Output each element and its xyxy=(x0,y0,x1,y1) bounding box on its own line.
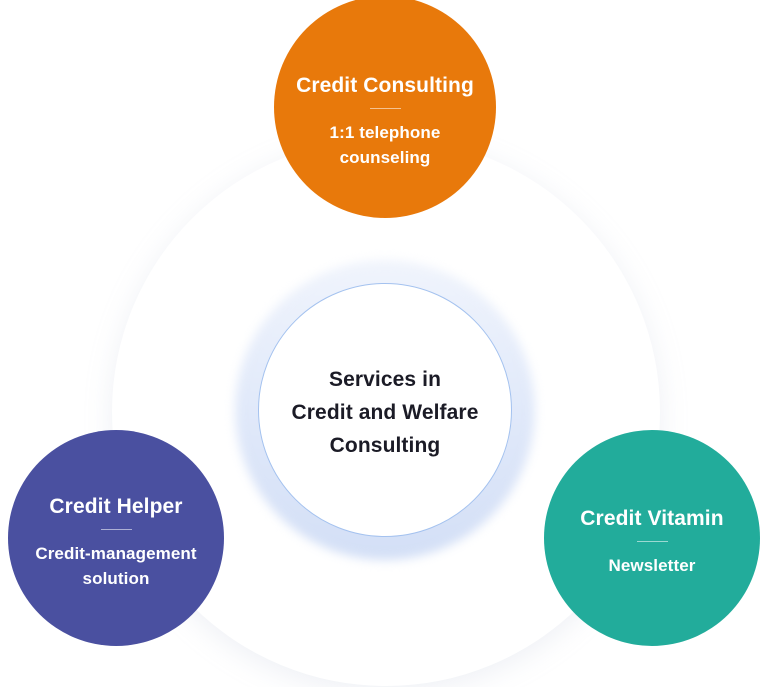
center-title-line-2: Credit and Welfare xyxy=(291,400,479,424)
subtitle-line-1: Newsletter xyxy=(608,555,696,575)
node-credit-helper-subtitle: Credit-management solution xyxy=(35,541,196,591)
center-title: Services in Credit and Welfare Consultin… xyxy=(292,363,479,462)
node-credit-helper-title: Credit Helper xyxy=(49,494,183,518)
subtitle-line-2: solution xyxy=(82,568,150,588)
node-credit-consulting: Credit Consulting 1:1 telephone counseli… xyxy=(274,0,496,218)
subtitle-line-1: Credit-management xyxy=(35,543,197,563)
divider-line xyxy=(636,540,668,542)
subtitle-line-2: counseling xyxy=(339,147,431,167)
node-credit-consulting-subtitle: 1:1 telephone counseling xyxy=(330,120,441,170)
node-credit-consulting-title: Credit Consulting xyxy=(296,73,474,97)
subtitle-line-1: 1:1 telephone xyxy=(329,122,441,142)
divider-line xyxy=(369,107,401,109)
center-title-line-1: Services in xyxy=(328,367,441,391)
node-credit-vitamin-title: Credit Vitamin xyxy=(580,506,724,530)
node-credit-vitamin-subtitle: Newsletter xyxy=(609,553,696,578)
node-credit-vitamin: Credit Vitamin Newsletter xyxy=(544,430,760,646)
node-credit-helper: Credit Helper Credit-management solution xyxy=(8,430,224,646)
center-title-line-3: Consulting xyxy=(329,433,441,457)
center-circle: Services in Credit and Welfare Consultin… xyxy=(258,283,512,537)
divider-line xyxy=(100,528,132,530)
